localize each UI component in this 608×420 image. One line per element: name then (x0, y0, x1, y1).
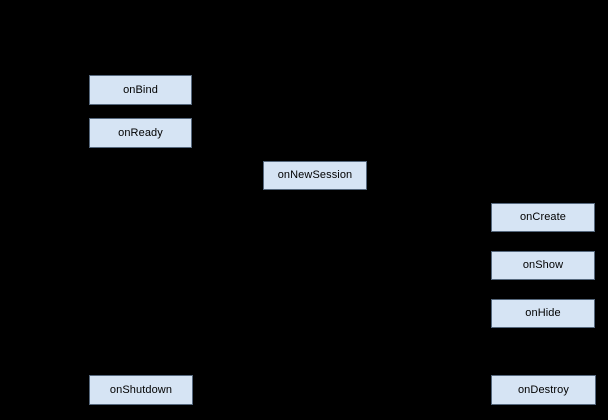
diagram-node-onReady: onReady (89, 118, 192, 148)
diagram-node-onHide: onHide (491, 299, 595, 328)
diagram-node-onCreate: onCreate (491, 203, 595, 232)
diagram-node-label: onNewSession (277, 169, 353, 181)
diagram-node-label: onShutdown (109, 383, 173, 396)
diagram-node-label: onHide (525, 307, 561, 319)
diagram-node-label: onBind (123, 83, 158, 96)
diagram-node-onNewSession: onNewSession (263, 161, 367, 190)
diagram-node-onDestroy: onDestroy (491, 375, 596, 405)
diagram-node-label: onReady (118, 126, 163, 139)
diagram-node-label: onCreate (519, 211, 567, 223)
diagram-node-label: onDestroy (517, 383, 570, 396)
diagram-node-label: onShow (522, 259, 564, 271)
diagram-node-onShutdown: onShutdown (89, 375, 193, 405)
diagram-node-onBind: onBind (89, 75, 192, 105)
diagram-node-onShow: onShow (491, 251, 595, 280)
